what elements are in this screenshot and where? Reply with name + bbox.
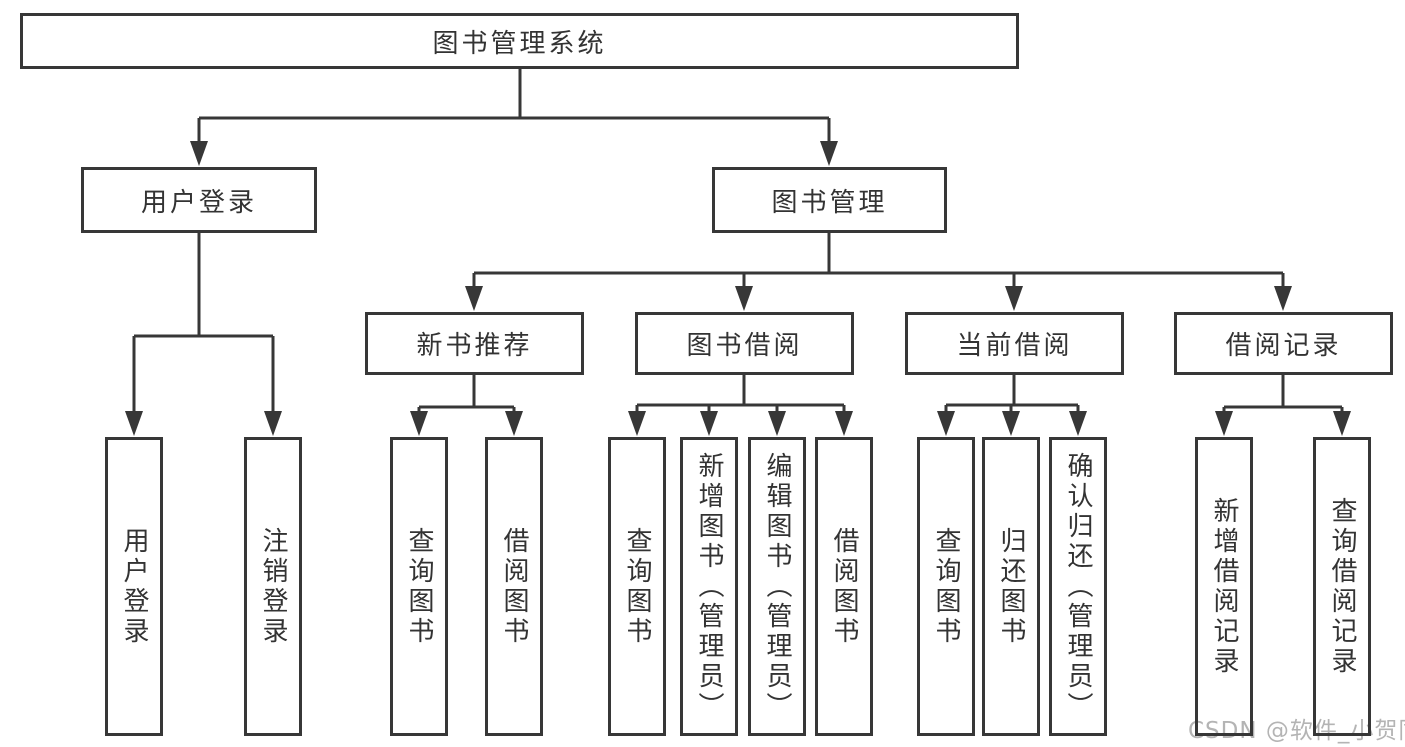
leaf-borrow-books-borrowing: 借阅图书 bbox=[815, 437, 873, 736]
leaf-label: 查询图书 bbox=[931, 526, 961, 647]
arrowhead-down-icon bbox=[1215, 411, 1233, 436]
leaf-query-books-borrowing: 查询图书 bbox=[608, 437, 666, 736]
node-current-borrowing: 当前借阅 bbox=[905, 312, 1124, 375]
leaf-borrow-books-recommend: 借阅图书 bbox=[485, 437, 543, 736]
leaf-logout: 注销登录 bbox=[244, 437, 302, 736]
arrowhead-down-icon bbox=[820, 141, 838, 166]
leaf-query-borrow-record: 查询借阅记录 bbox=[1313, 437, 1371, 736]
arrowhead-down-icon bbox=[505, 411, 523, 436]
arrowhead-down-icon bbox=[264, 411, 282, 436]
node-book-borrowing: 图书借阅 bbox=[635, 312, 854, 375]
arrowhead-down-icon bbox=[1274, 286, 1292, 311]
arrowhead-down-icon bbox=[628, 411, 646, 436]
node-user-login: 用户登录 bbox=[81, 167, 317, 233]
leaf-label: 编辑图书（管理员） bbox=[762, 451, 792, 722]
arrowhead-down-icon bbox=[835, 411, 853, 436]
arrowhead-down-icon bbox=[937, 411, 955, 436]
node-book-management: 图书管理 bbox=[712, 167, 947, 233]
leaf-label: 查询图书 bbox=[622, 526, 652, 647]
leaf-return-books: 归还图书 bbox=[982, 437, 1040, 736]
arrowhead-down-icon bbox=[768, 411, 786, 436]
leaf-label: 借阅图书 bbox=[499, 526, 529, 647]
node-library-management-system: 图书管理系统 bbox=[20, 13, 1019, 69]
arrowhead-down-icon bbox=[700, 411, 718, 436]
leaf-add-book-admin: 新增图书（管理员） bbox=[680, 437, 738, 736]
leaf-label: 归还图书 bbox=[996, 526, 1026, 647]
leaf-add-borrow-record: 新增借阅记录 bbox=[1195, 437, 1253, 736]
leaf-query-books-recommend: 查询图书 bbox=[390, 437, 448, 736]
leaf-label: 新增图书（管理员） bbox=[694, 451, 724, 722]
leaf-query-books-current: 查询图书 bbox=[917, 437, 975, 736]
arrowhead-down-icon bbox=[410, 411, 428, 436]
leaf-label: 查询图书 bbox=[404, 526, 434, 647]
leaf-confirm-return-admin: 确认归还（管理员） bbox=[1049, 437, 1107, 736]
arrowhead-down-icon bbox=[465, 286, 483, 311]
arrowhead-down-icon bbox=[125, 411, 143, 436]
leaf-label: 新增借阅记录 bbox=[1209, 496, 1239, 677]
leaf-label: 注销登录 bbox=[258, 526, 288, 647]
arrowhead-down-icon bbox=[190, 141, 208, 166]
leaf-user-login: 用户登录 bbox=[105, 437, 163, 736]
leaf-label: 借阅图书 bbox=[829, 526, 859, 647]
arrowhead-down-icon bbox=[1069, 411, 1087, 436]
arrowhead-down-icon bbox=[1333, 411, 1351, 436]
arrowhead-down-icon bbox=[1002, 411, 1020, 436]
leaf-edit-book-admin: 编辑图书（管理员） bbox=[748, 437, 806, 736]
leaf-label: 查询借阅记录 bbox=[1327, 496, 1357, 677]
arrowhead-down-icon bbox=[1005, 286, 1023, 311]
leaf-label: 确认归还（管理员） bbox=[1063, 451, 1093, 722]
arrowhead-down-icon bbox=[735, 286, 753, 311]
leaf-label: 用户登录 bbox=[119, 526, 149, 647]
node-new-book-recommendation: 新书推荐 bbox=[365, 312, 584, 375]
node-borrowing-records: 借阅记录 bbox=[1174, 312, 1393, 375]
